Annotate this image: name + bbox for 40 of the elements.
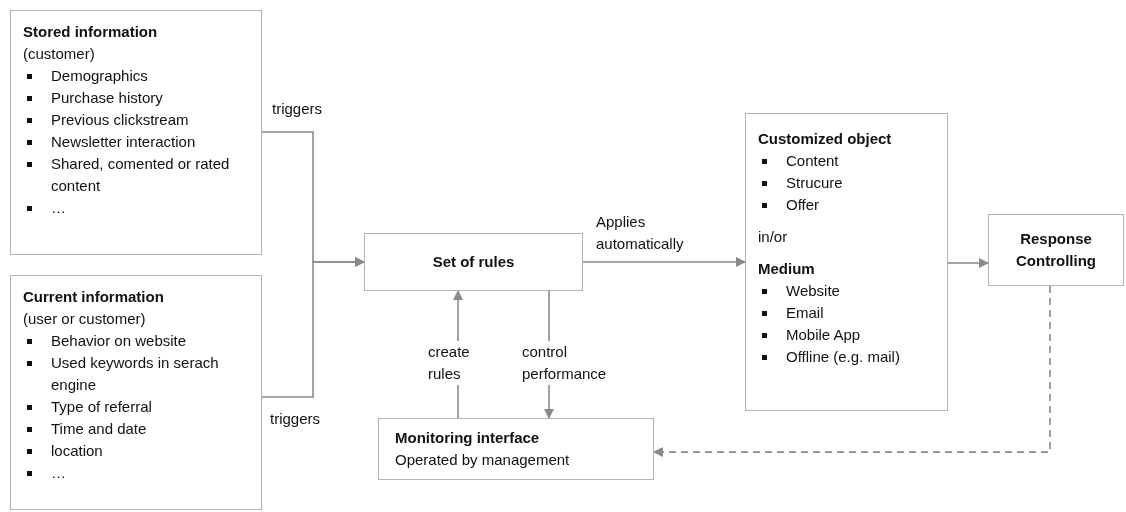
process-box [988,214,1124,286]
process-box [745,113,948,411]
node-text: (user or customer) [23,309,147,329]
process-box [378,418,654,480]
arrow [947,258,989,268]
node-text: in/or [758,227,789,247]
list-item: Newsletter interaction [23,131,249,153]
list-item: Offline (e.g. mail) [758,346,935,368]
node-heading: Stored information [23,22,159,42]
list-item: Purchase history [23,87,249,109]
node-heading: Response Controlling [1015,229,1097,271]
list-item: Previous clickstream [23,109,249,131]
list-item: … [23,462,249,484]
list-item: Time and date [23,418,249,440]
node-heading: Monitoring interface [395,428,541,448]
node-text: Operated by management [395,450,571,470]
node-heading: Set of rules [432,252,515,272]
list-item: location [23,440,249,462]
process-box [10,275,262,510]
arrow [582,257,746,267]
list-item: Email [758,302,935,324]
list-item: Behavior on website [23,330,249,352]
list-item: Demographics [23,65,249,87]
list-item: Website [758,280,935,302]
list-item: Content [758,150,935,172]
list-item: Offer [758,194,935,216]
list-item: Used keywords in serach engine [23,352,249,396]
node-heading: Customized object [758,129,893,149]
arrow [653,285,1051,458]
process-box [364,233,583,291]
node-heading: Current information [23,287,165,307]
list-item: Mobile App [758,324,935,346]
arrow [261,257,365,398]
list-item: Type of referral [23,396,249,418]
list-item: Shared, comented or rated content [23,153,249,197]
node-text: (customer) [23,44,96,64]
process-box [10,10,262,255]
list-item: … [23,197,249,219]
node-heading: Medium [758,259,816,279]
list-item: Strucure [758,172,935,194]
